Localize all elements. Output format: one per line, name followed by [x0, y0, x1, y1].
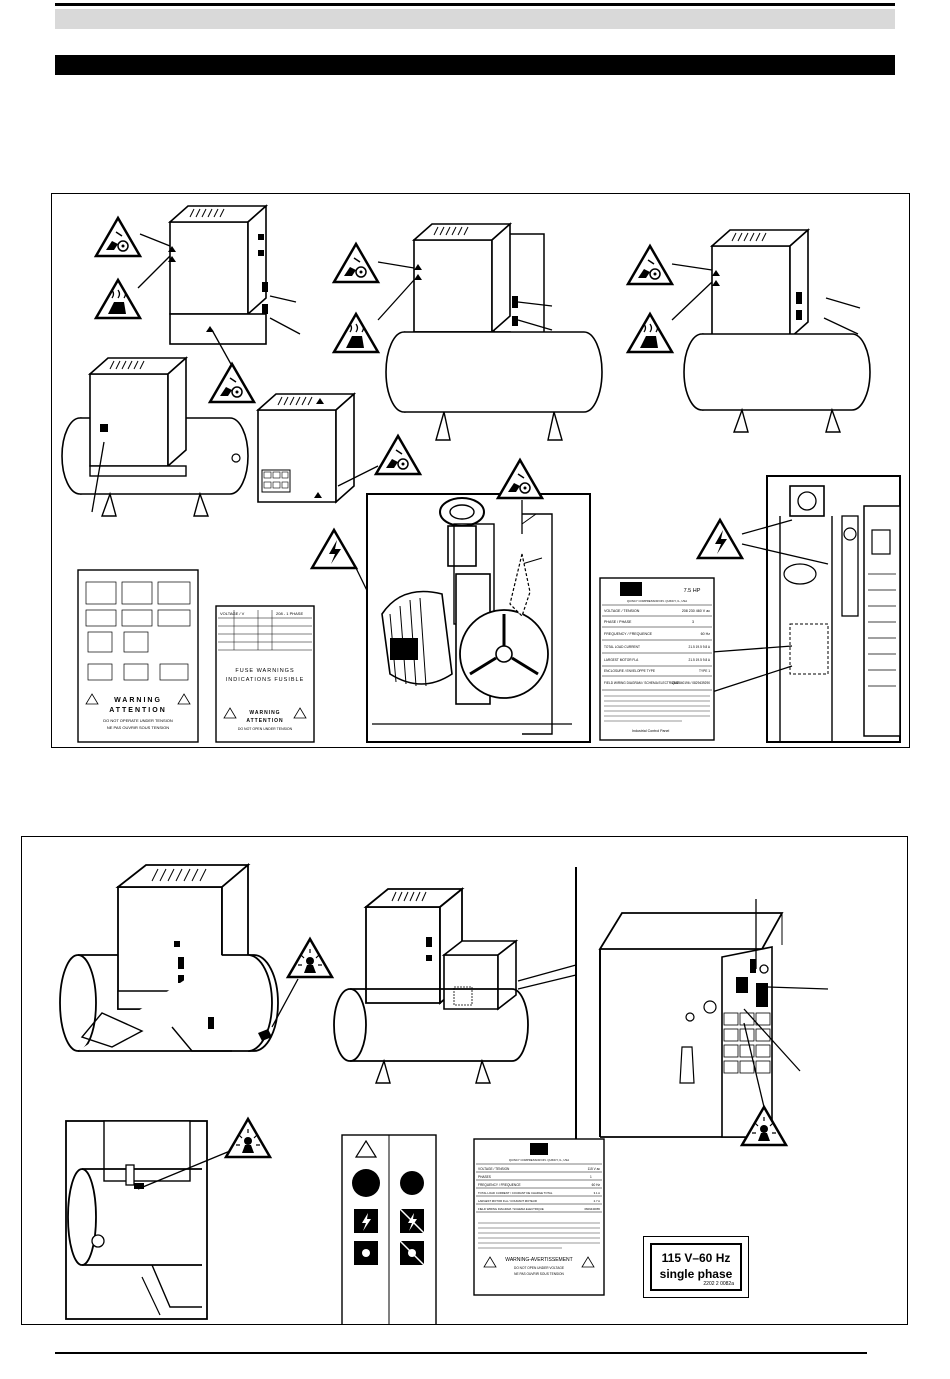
plate2-footer-1: DO NOT OPEN UNDER VOLTAGE — [514, 1266, 564, 1270]
compressor-tank-mounted — [683, 229, 871, 433]
plate2-footer-2: NE PAS OUVRIR SOUS TENSION — [514, 1272, 564, 1276]
data-plate-dryer: QUINCY COMPRESSOR DIV. QUINCY, IL, USA V… — [473, 1138, 605, 1296]
compressor-with-dryer — [333, 887, 529, 1084]
plate1-flc-values: 21.5 19.5 9.8 A — [689, 645, 711, 649]
plate1-enclosure-label: ENCLOSURE / ENVELOPPE TYPE — [604, 669, 655, 673]
bottom-rule — [55, 1352, 867, 1354]
plate1-frequency-value: 60 Hz — [701, 632, 711, 636]
top-rule — [55, 3, 895, 6]
plate2-frequency-label: FREQUENCY / FREQUENCE — [478, 1183, 521, 1187]
plate2-phases-value: 1 — [590, 1175, 592, 1179]
dryer-closeup-drawing — [598, 912, 784, 1138]
plate2-diagram-label: FIELD WIRING DIAGRAM / SCHEMA ELECTRIQUE — [478, 1207, 544, 1211]
plate2-company: QUINCY COMPRESSOR DIV. QUINCY, IL, USA — [509, 1158, 569, 1162]
plate2-largest-label: LARGEST MOTOR FLA / COURANT MOTEUR — [478, 1199, 537, 1203]
compressor-base-mounted — [168, 205, 268, 345]
plate1-footer: Industrial Control Panel — [632, 729, 670, 733]
plate1-largest-label: LARGEST MOTOR FLA — [604, 658, 639, 662]
voltage-label-decal: 115 V–60 Hz single phase 2202 2 0082a — [643, 1236, 749, 1298]
voltage-label-code: 2202 2 0082a — [703, 1281, 734, 1287]
control-panel-closeup-drawing — [766, 475, 901, 743]
compressor-tank-enclosed — [61, 357, 249, 517]
fuse-label-warning: WARNING — [249, 710, 280, 716]
compressor-enclosed-cabinet — [257, 393, 355, 503]
figure-1-drawing: WARNING ATTENTION DO NOT OPERATE UNDER T… — [61, 205, 901, 743]
wiring-diagram-label: WARNING ATTENTION DO NOT OPERATE UNDER T… — [77, 569, 199, 743]
voltage-label-border: 115 V–60 Hz single phase 2202 2 0082a — [650, 1243, 742, 1291]
plate1-diagram-value: 2202840196 / 0829439290 — [672, 681, 710, 685]
voltage-label-line-1: 115 V–60 Hz — [661, 1251, 731, 1265]
plate1-phase-label: PHASE / PHASE — [604, 620, 632, 624]
plate2-frequency-value: 60 Hz — [592, 1183, 601, 1187]
plate1-frequency-label: FREQUENCY / FREQUENCE — [604, 632, 653, 636]
data-plate-7-5hp: 7.5 HP QUINCY COMPRESSOR DIV. QUINCY, IL… — [599, 577, 715, 741]
plate1-voltage-label: VOLTAGE / TENSION — [604, 609, 640, 613]
plate1-voltage-values: 208 230 460 V ac — [682, 609, 710, 613]
wiring-label-attention: ATTENTION — [109, 707, 167, 714]
plate2-diagram-value: 0829440065 — [584, 1207, 600, 1211]
compressor-tank-large — [59, 863, 279, 1052]
section-title-bar — [55, 55, 895, 75]
wiring-label-footer-2: NE PAS OUVRIR SOUS TENSION — [107, 725, 169, 730]
plate1-company: QUINCY COMPRESSOR DIV. QUINCY, IL, USA — [627, 599, 687, 603]
plate2-warning: WARNING-AVERTISSEMENT — [505, 1257, 572, 1263]
wiring-label-footer-1: DO NOT OPERATE UNDER TENSION — [103, 718, 173, 723]
fuse-label-header-left: VOLTAGE / V — [220, 611, 245, 616]
plate1-hp: 7.5 HP — [684, 588, 701, 594]
fuse-label-attention: ATTENTION — [246, 718, 283, 724]
motor-closeup-drawing — [366, 493, 591, 743]
plate1-largest-values: 21.5 19.5 9.8 A — [689, 658, 711, 662]
fuse-label-line-2: INDICATIONS FUSIBLE — [226, 677, 305, 683]
pictogram-decal — [341, 1134, 437, 1328]
wiring-label-warning: WARNING — [114, 697, 162, 704]
plate2-flc-label: TOTAL LOAD CURRENT / COURANT DE CHARGE T… — [478, 1191, 553, 1195]
plate1-flc-label: TOTAL LOAD CURRENT — [604, 645, 640, 649]
fuse-label-header-right: 208 - 1 PHASE — [276, 611, 303, 616]
compressor-tank-dryer — [385, 223, 603, 441]
plate2-flc-value: 3.1 A — [594, 1191, 601, 1195]
plate2-largest-value: 2.7 A — [594, 1199, 601, 1203]
plate1-enclosure-value: TYPE 1 — [699, 669, 710, 673]
plate1-diagram-label: FIELD WIRING DIAGRAM / SCHEMA ELECTRIQUE — [604, 681, 679, 685]
figure-safety-decals-compressor: WARNING ATTENTION DO NOT OPERATE UNDER T… — [51, 193, 910, 748]
tank-closeup-drawing — [65, 1120, 208, 1320]
voltage-label-line-2: single phase — [659, 1267, 733, 1281]
fuse-warning-label: VOLTAGE / V 208 - 1 PHASE FUSE WARNINGS … — [215, 605, 315, 743]
figure-2-drawing: QUINCY COMPRESSOR DIV. QUINCY, IL, USA V… — [59, 863, 829, 1328]
header-bar — [55, 9, 895, 29]
figure-safety-decals-dryer: QUINCY COMPRESSOR DIV. QUINCY, IL, USA V… — [21, 836, 908, 1328]
plate2-voltage-value: 115 V ac — [588, 1167, 601, 1171]
plate2-voltage-label: VOLTAGE / TENSION — [478, 1167, 510, 1171]
plate2-phases-label: PHASES — [478, 1175, 491, 1179]
fuse-label-footer: DO NOT OPEN UNDER TENSION — [238, 727, 293, 731]
plate1-phase-value: 3 — [692, 620, 694, 624]
fuse-label-line-1: FUSE WARNINGS — [235, 668, 294, 674]
